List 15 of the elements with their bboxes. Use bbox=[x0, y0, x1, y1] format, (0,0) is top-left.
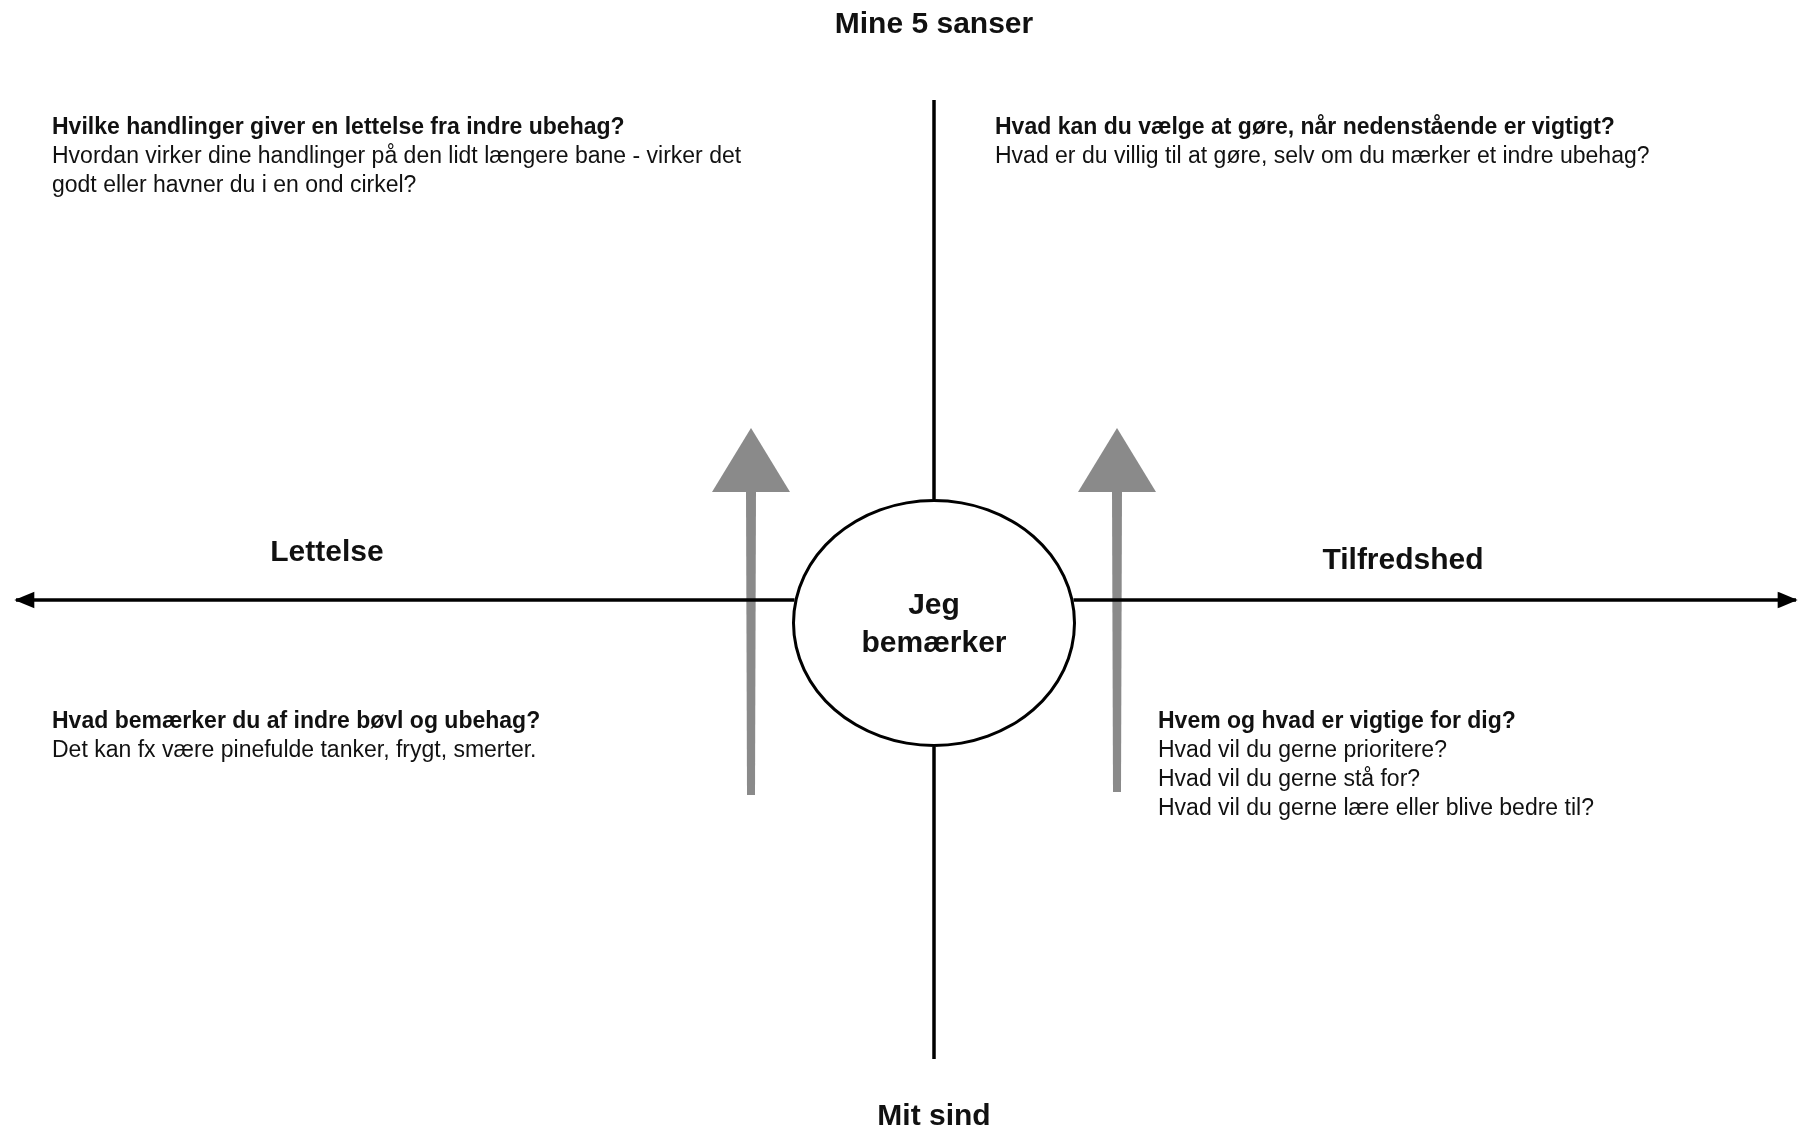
question-heading: Hvad bemærker du af indre bøvl og ubehag? bbox=[52, 706, 541, 735]
question-heading: Hvad kan du vælge at gøre, når nedenstående er vigtigt? bbox=[995, 112, 1615, 141]
question-heading: Hvem og hvad er vigtige for dig? bbox=[1158, 706, 1516, 735]
question-text: Hvad vil du gerne lære eller blive bedre til? bbox=[1158, 793, 1594, 822]
question-text: Hvad vil du gerne stå for? bbox=[1158, 764, 1421, 793]
question-text: Hvordan virker dine handlinger på den lidt længere bane - virker det godt eller havner du i en ond cirkel? bbox=[52, 141, 743, 199]
question-text: Det kan fx være pinefulde tanker, frygt, smerter. bbox=[52, 735, 537, 764]
question-text: Hvad er du villig til at gøre, selv om du mærker et indre ubehag? bbox=[995, 141, 1650, 170]
node-label: Jeg bemærker bbox=[860, 586, 1008, 660]
question-text: Hvad vil du gerne prioritere? bbox=[1158, 735, 1447, 764]
axis-label: Mit sind bbox=[876, 1100, 992, 1129]
axis-label: Mine 5 sanser bbox=[833, 8, 1035, 37]
question-heading: Hvilke handlinger giver en lettelse fra indre ubehag? bbox=[52, 112, 625, 141]
axis-label: Lettelse bbox=[269, 536, 385, 565]
axis-label: Tilfredshed bbox=[1321, 544, 1485, 573]
